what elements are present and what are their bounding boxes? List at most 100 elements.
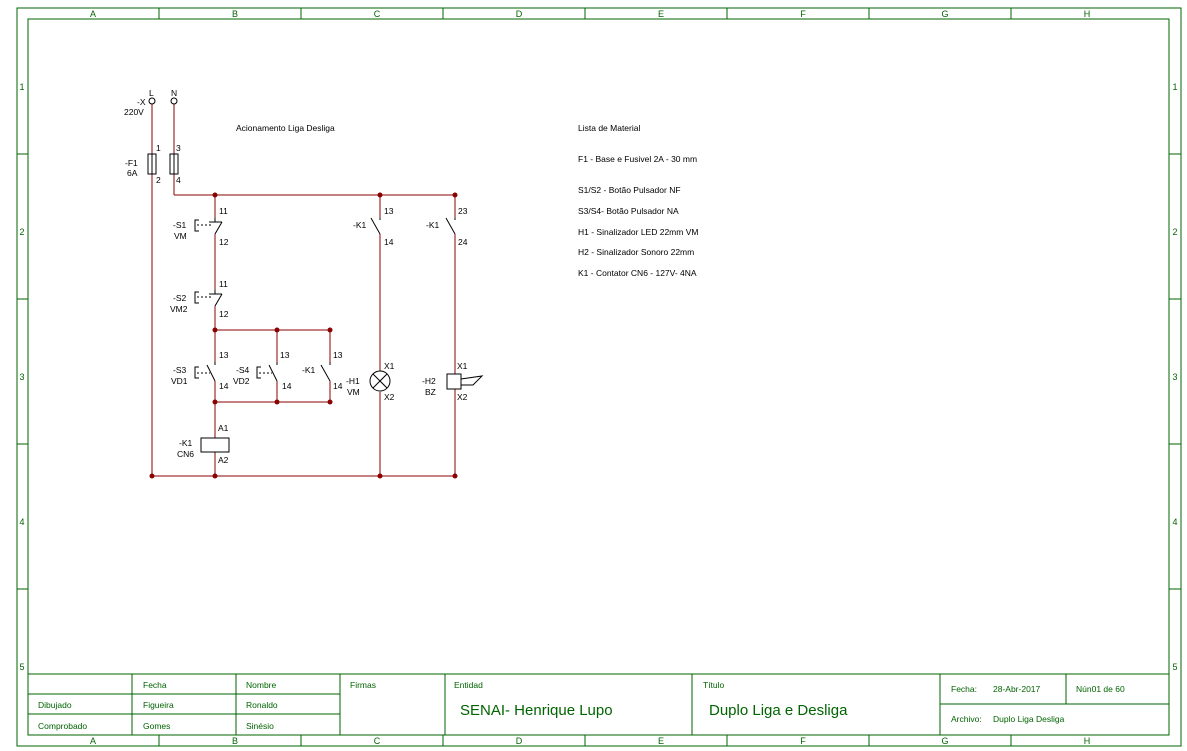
- fuse-pin: 1: [156, 143, 161, 153]
- material-item: H1 - Sinalizador LED 22mm VM: [578, 227, 698, 237]
- title-block-lines: [28, 673, 1169, 735]
- h2-type: BZ: [425, 387, 436, 397]
- h1-color: VM: [347, 387, 360, 397]
- junction-dot: [377, 473, 383, 479]
- col-label-bottom: E: [658, 736, 664, 746]
- k1-seal-pin-bottom: 14: [333, 381, 343, 391]
- dibujado-fecha: Figueira: [143, 700, 174, 710]
- supply-voltage: 220V: [124, 107, 144, 117]
- fuse-tag: -F1: [125, 158, 138, 168]
- supply-neutral-label: N: [171, 88, 177, 98]
- s4-pin-bottom: 14: [282, 381, 292, 391]
- supply-tag: -X: [137, 97, 146, 107]
- k1-coil-model: CN6: [177, 449, 194, 459]
- k1-buzzer-contact-tag: -K1: [426, 220, 440, 230]
- junction-dot: [274, 399, 280, 405]
- s3-pin-top: 13: [219, 350, 229, 360]
- s3-color: VD1: [171, 376, 188, 386]
- s1-tag: -S1: [173, 220, 187, 230]
- buzzer-icon: [446, 373, 484, 390]
- comprobado-label: Comprobado: [38, 721, 87, 731]
- h1-pin-bottom: X2: [384, 392, 395, 402]
- wires: [151, 104, 456, 477]
- junction-dot: [212, 399, 218, 405]
- nc-pushbutton-icon: [194, 290, 223, 307]
- symbols: [147, 97, 484, 453]
- no-contact-icon: [320, 362, 331, 382]
- col-label-top: D: [516, 9, 523, 19]
- k1-seal-tag: -K1: [302, 365, 316, 375]
- nc-pushbutton-icon: [194, 218, 223, 235]
- s2-pin-top: 11: [219, 279, 228, 289]
- terminal-n-icon: [170, 97, 178, 105]
- s2-pin-bottom: 12: [219, 309, 229, 319]
- row-label-left: 5: [19, 662, 24, 672]
- no-contact-icon: [445, 217, 456, 235]
- material-item: K1 - Contator CN6 - 127V- 4NA: [578, 268, 697, 278]
- junction-dot: [149, 473, 155, 479]
- material-item: S1/S2 - Botão Pulsador NF: [578, 185, 681, 195]
- material-list: Lista de Material F1 - Base e Fusivel 2A…: [578, 123, 698, 278]
- drawing-frame: [16, 7, 1182, 747]
- material-item: S3/S4- Botão Pulsador NA: [578, 206, 679, 216]
- junction-dot: [377, 192, 383, 198]
- k1-lamp-contact-pin-bottom: 14: [384, 237, 394, 247]
- fecha-label: Fecha:: [951, 684, 977, 694]
- col-label-top: A: [90, 9, 96, 19]
- fecha-header: Fecha: [143, 680, 167, 690]
- archivo-label: Archivo:: [951, 714, 982, 724]
- h2-tag: -H2: [422, 376, 436, 386]
- col-label-top: C: [374, 9, 381, 19]
- col-label-top: E: [658, 9, 664, 19]
- col-label-bottom: B: [232, 736, 238, 746]
- junction-dot: [452, 473, 458, 479]
- s3-tag: -S3: [173, 365, 187, 375]
- junction-dot: [327, 399, 333, 405]
- row-label-right: 1: [1172, 82, 1177, 92]
- k1-seal-pin-top: 13: [333, 350, 343, 360]
- h1-pin-top: X1: [384, 361, 395, 371]
- archivo-value: Duplo Liga Desliga: [993, 714, 1065, 724]
- h2-pin-bottom: X2: [457, 392, 468, 402]
- fuse-icon: [147, 153, 179, 175]
- s4-color: VD2: [233, 376, 250, 386]
- s1-color: VM: [174, 231, 187, 241]
- dibujado-nombre: Ronaldo: [246, 700, 278, 710]
- s1-pin-top: 11: [219, 206, 228, 216]
- row-label-right: 4: [1172, 517, 1177, 527]
- k1-coil-tag: -K1: [179, 438, 193, 448]
- s3-pin-bottom: 14: [219, 381, 229, 391]
- row-label-left: 3: [19, 372, 24, 382]
- k1-buzzer-contact-pin-bottom: 24: [458, 237, 468, 247]
- s4-pin-top: 13: [280, 350, 290, 360]
- material-item: F1 - Base e Fusivel 2A - 30 mm: [578, 154, 697, 164]
- col-label-bottom: G: [941, 736, 948, 746]
- row-label-left: 1: [19, 82, 24, 92]
- fecha-value: 28-Abr-2017: [993, 684, 1041, 694]
- k1-coil-pin-bottom: A2: [218, 455, 229, 465]
- col-label-top: G: [941, 9, 948, 19]
- k1-coil-pin-top: A1: [218, 423, 229, 433]
- row-label-right: 5: [1172, 662, 1177, 672]
- k1-lamp-contact-tag: -K1: [353, 220, 367, 230]
- col-label-bottom: H: [1084, 736, 1091, 746]
- fuse-rating: 6A: [127, 168, 138, 178]
- frame-labels: A B C D E F G H A B C D E F G H 1 2 3 4 …: [19, 9, 1177, 746]
- comprobado-nombre: Sinésio: [246, 721, 274, 731]
- firmas-header: Firmas: [350, 680, 376, 690]
- fuse-pin: 3: [176, 143, 181, 153]
- s4-tag: -S4: [236, 365, 250, 375]
- lamp-icon: [369, 370, 391, 392]
- junction-dot: [212, 473, 218, 479]
- fuse-pin: 2: [156, 175, 161, 185]
- k1-buzzer-contact-pin-top: 23: [458, 206, 468, 216]
- titulo-label: Título: [703, 680, 725, 690]
- junction-dot: [212, 327, 218, 333]
- col-label-top: H: [1084, 9, 1091, 19]
- no-contact-icon: [370, 217, 381, 235]
- entidad-label: Entidad: [454, 680, 483, 690]
- diagram-title: Acionamento Liga Desliga: [236, 123, 335, 133]
- title-block: Fecha Nombre Firmas Dibujado Figueira Ro…: [38, 680, 1125, 731]
- titulo-value: Duplo Liga e Desliga: [709, 702, 848, 719]
- col-label-bottom: A: [90, 736, 96, 746]
